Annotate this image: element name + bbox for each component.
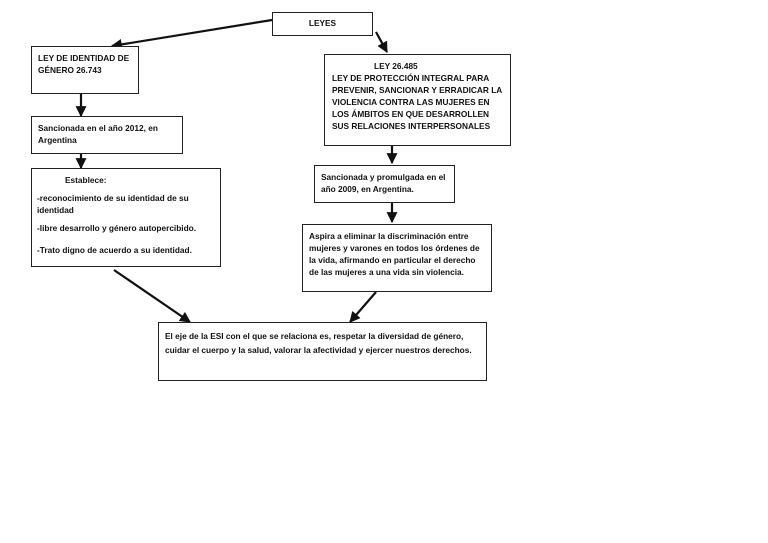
esi-box: El eje de la ESI con el que se relaciona… — [158, 322, 487, 381]
ley-proteccion-box: LEY 26.485 LEY DE PROTECCIÓN INTEGRAL PA… — [324, 54, 511, 146]
sancionada-2012-text: Sancionada en el año 2012, en Argentina — [38, 123, 158, 145]
ley-proteccion-number: LEY 26.485 — [374, 61, 418, 71]
sancionada-2009-text: Sancionada y promulgada en el año 2009, … — [321, 172, 446, 194]
ley-proteccion-title: LEY DE PROTECCIÓN INTEGRAL PARA PREVENIR… — [332, 73, 502, 131]
leyes-root-box: LEYES — [272, 12, 373, 36]
esi-text: El eje de la ESI con el que se relaciona… — [165, 331, 472, 355]
ley-identidad-box: LEY DE IDENTIDAD DE GÉNERO 26.743 — [31, 46, 139, 94]
establece-box: Establece: -reconocimiento de su identid… — [31, 168, 221, 267]
arrow-leyes-to-ley-identidad — [110, 18, 273, 50]
aspira-text: Aspira a eliminar la discriminación entr… — [309, 231, 480, 277]
establece-item-3: -Trato digno de acuerdo a su identidad. — [37, 245, 192, 255]
establece-item-2: -libre desarrollo y género autopercibido… — [37, 223, 197, 233]
sancionada-2009-box: Sancionada y promulgada en el año 2009, … — [314, 165, 455, 203]
ley-identidad-title: LEY DE IDENTIDAD DE GÉNERO 26.743 — [38, 53, 130, 75]
establece-heading: Establece: — [65, 175, 107, 185]
arrow-establece-to-esi — [113, 269, 191, 323]
leyes-root-title: LEYES — [308, 18, 337, 28]
arrow-aspira-to-esi — [349, 291, 377, 323]
establece-item-1: -reconocimiento de su identidad de su id… — [37, 193, 189, 215]
arrow-leyes-to-ley-proteccion — [375, 31, 388, 53]
aspira-box: Aspira a eliminar la discriminación entr… — [302, 224, 492, 292]
sancionada-2012-box: Sancionada en el año 2012, en Argentina — [31, 116, 183, 154]
